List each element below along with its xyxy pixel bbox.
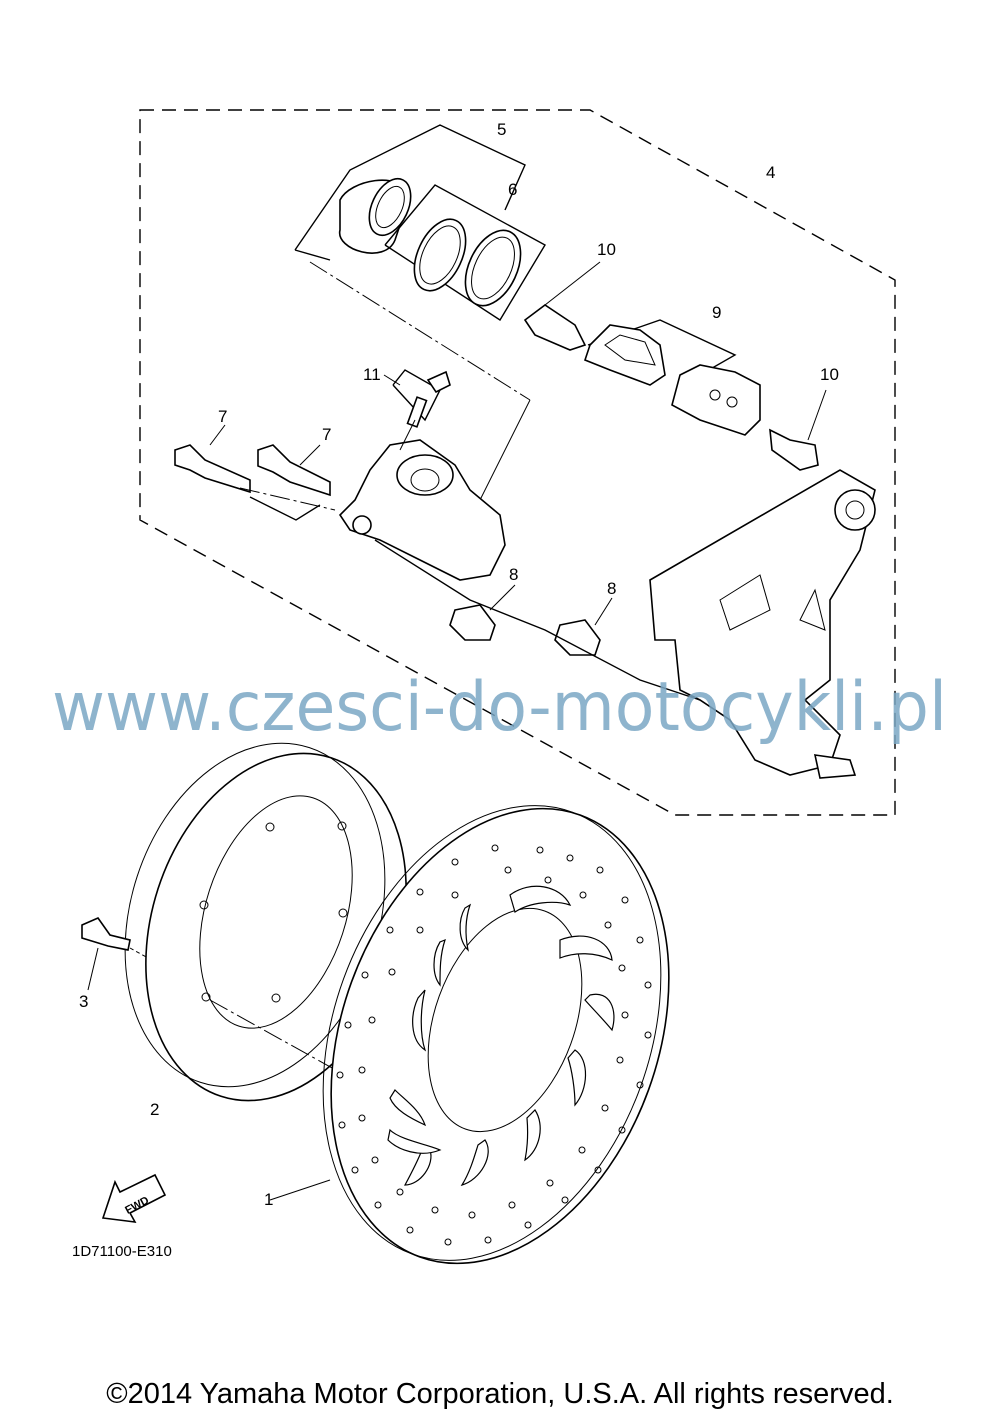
bleed-screw: [383, 369, 451, 428]
callout-6: 6: [508, 180, 517, 199]
disc-holes: [336, 844, 652, 1246]
callout-8a: 8: [509, 565, 518, 584]
seal-leader-line: [309, 261, 531, 401]
caliper-pin-2: [257, 444, 331, 497]
disc-slots: [387, 885, 615, 1186]
callout-10a: 10: [597, 240, 616, 259]
caliper-body: [338, 419, 506, 581]
diagram-code: 1D71100-E310: [72, 1243, 172, 1260]
disc-bolt: [81, 917, 131, 991]
seal-kit: [413, 218, 522, 307]
bolt-leader-line: [129, 947, 149, 959]
callout-5: 5: [497, 120, 506, 139]
slide-boot-2: [554, 597, 613, 656]
brake-disc: [269, 805, 670, 1265]
pin-bracket: [249, 496, 321, 521]
pad-spring-clip-right: [769, 389, 827, 471]
caliper-pin-1: [174, 424, 251, 494]
piston: [339, 177, 412, 254]
callout-8b: 8: [607, 579, 616, 598]
caliper-bracket: [649, 469, 876, 779]
callout-1: 1: [264, 1190, 273, 1209]
callout-11: 11: [363, 365, 381, 384]
brake-pad-kit: [584, 319, 761, 436]
piston-bracket: [294, 124, 526, 261]
slide-boot-1: [449, 584, 516, 641]
callout-3: 3: [79, 992, 88, 1011]
callout-9: 9: [712, 303, 721, 322]
callout-4: 4: [766, 163, 775, 182]
watermark: www.czesci-do-motocykli.pl: [52, 668, 947, 747]
callout-7b: 7: [322, 425, 331, 444]
caliper-assembly-boundary: [139, 109, 896, 816]
seal-kit-bracket: [384, 184, 546, 321]
callout-10b: 10: [820, 365, 839, 384]
callout-7a: 7: [218, 407, 227, 426]
pad-spring-clip-left: [523, 261, 601, 351]
fwd-arrow: FWD: [101, 1173, 167, 1223]
callout-2: 2: [150, 1100, 159, 1119]
boot-leader-line: [374, 539, 701, 701]
copyright-notice: ©2014 Yamaha Motor Corporation, U.S.A. A…: [106, 1378, 894, 1410]
